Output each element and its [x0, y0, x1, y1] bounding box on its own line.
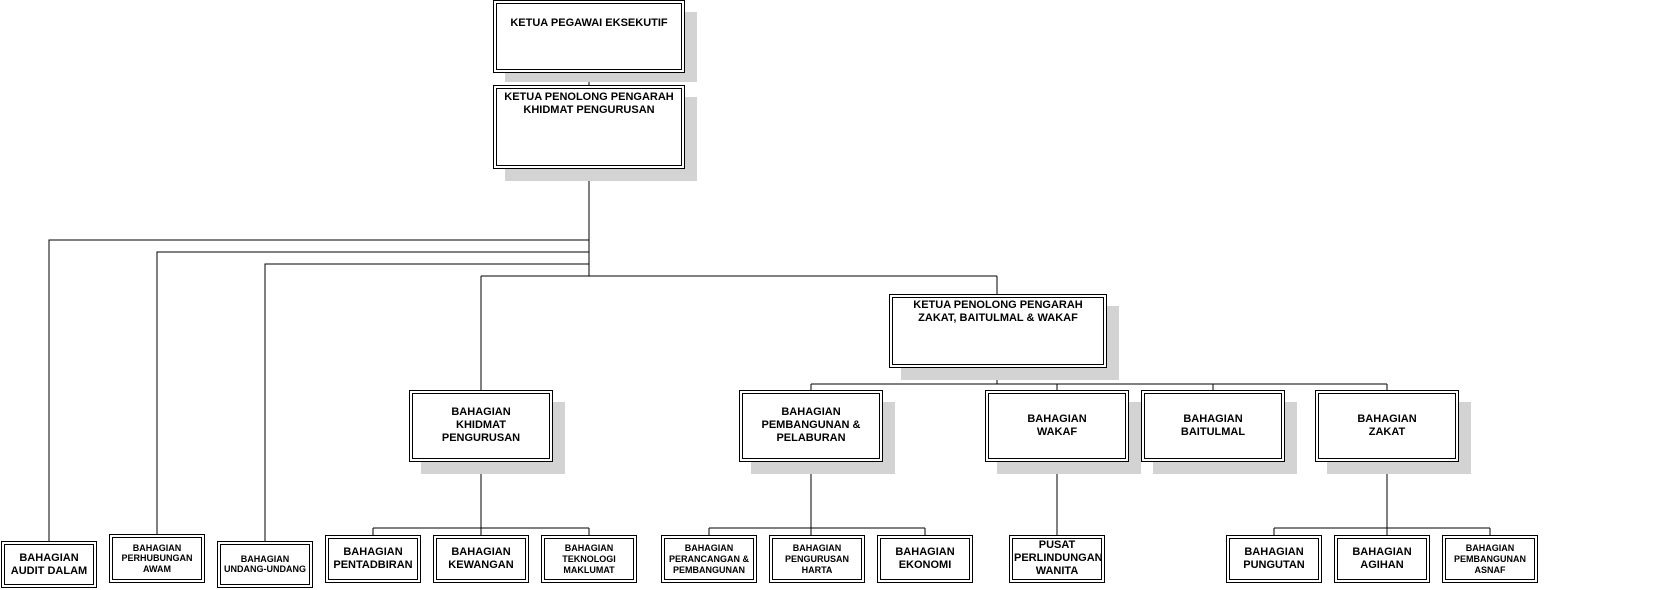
- node-pusat-label: PUSAT PERLINDUNGAN WANITA: [1014, 539, 1103, 578]
- connector-audit: [48, 239, 589, 541]
- node-bahagian-perhubungan-awam: BAHAGIAN PERHUBUNGAN AWAM: [109, 534, 205, 583]
- node-bahagian-kewangan: BAHAGIAN KEWANGAN: [433, 535, 529, 583]
- node-undang-label: BAHAGIAN UNDANG-UNDANG: [224, 553, 306, 575]
- node-bahagian-audit-dalam: BAHAGIAN AUDIT DALAM: [1, 541, 97, 588]
- node-ketua-penolong-khidmat: KETUA PENOLONG PENGARAH KHIDMAT PENGURUS…: [493, 85, 685, 169]
- node-kewangan-label: BAHAGIAN KEWANGAN: [448, 545, 514, 571]
- connector-undang: [264, 263, 589, 541]
- node-ekonomi-label: BAHAGIAN EKONOMI: [895, 545, 955, 571]
- node-bahagian-wakaf: BAHAGIAN WAKAF: [985, 390, 1129, 462]
- node-teknologi-label: BAHAGIAN TEKNOLOGI MAKLUMAT: [562, 542, 616, 575]
- node-perhubungan-label: BAHAGIAN PERHUBUNGAN AWAM: [121, 542, 193, 574]
- node-audit-label: BAHAGIAN AUDIT DALAM: [10, 551, 88, 577]
- node-bahagian-zakat: BAHAGIAN ZAKAT: [1315, 390, 1459, 462]
- node-bahagian-agihan: BAHAGIAN AGIHAN: [1334, 535, 1430, 583]
- node-ceo: KETUA PEGAWAI EKSEKUTIF: [493, 0, 685, 73]
- node-harta-label: BAHAGIAN PENGURUSAN HARTA: [784, 542, 849, 575]
- node-zakat-label: BAHAGIAN ZAKAT: [1357, 412, 1417, 438]
- node-wakaf-label: BAHAGIAN WAKAF: [1027, 412, 1087, 438]
- node-khidmat-label: BAHAGIAN KHIDMAT PENGURUSAN: [441, 406, 521, 445]
- node-asnaf-label: BAHAGIAN PEMBANGUNAN ASNAF: [1454, 542, 1526, 575]
- node-bahagian-teknologi-maklumat: BAHAGIAN TEKNOLOGI MAKLUMAT: [541, 535, 637, 583]
- node-bahagian-pembangunan-asnaf: BAHAGIAN PEMBANGUNAN ASNAF: [1442, 535, 1538, 583]
- node-bahagian-pentadbiran: BAHAGIAN PENTADBIRAN: [325, 535, 421, 583]
- node-pentadbiran-label: BAHAGIAN PENTADBIRAN: [333, 545, 413, 571]
- node-bahagian-pungutan: BAHAGIAN PUNGUTAN: [1226, 535, 1322, 583]
- node-kp-label: KETUA PENOLONG PENGARAH KHIDMAT PENGURUS…: [504, 91, 674, 117]
- node-bahagian-perancangan-pembangunan: BAHAGIAN PERANCANGAN & PEMBANGUNAN: [661, 535, 757, 583]
- node-kpz-label: KETUA PENOLONG PENGARAH ZAKAT, BAITULMAL…: [913, 299, 1083, 325]
- node-baitulmal-label: BAHAGIAN BAITULMAL: [1180, 412, 1246, 438]
- node-pusat-perlindungan-wanita: PUSAT PERLINDUNGAN WANITA: [1009, 535, 1105, 583]
- node-agihan-label: BAHAGIAN AGIHAN: [1352, 545, 1412, 571]
- connector-perhubungan: [156, 251, 589, 534]
- node-pungutan-label: BAHAGIAN PUNGUTAN: [1243, 545, 1305, 571]
- node-bahagian-khidmat-pengurusan: BAHAGIAN KHIDMAT PENGURUSAN: [409, 390, 553, 462]
- node-bahagian-pengurusan-harta: BAHAGIAN PENGURUSAN HARTA: [769, 535, 865, 583]
- node-bahagian-pembangunan-pelaburan: BAHAGIAN PEMBANGUNAN & PELABURAN: [739, 390, 883, 462]
- node-ceo-label: KETUA PEGAWAI EKSEKUTIF: [510, 17, 668, 29]
- node-bahagian-ekonomi: BAHAGIAN EKONOMI: [877, 535, 973, 583]
- node-ketua-penolong-zakat: KETUA PENOLONG PENGARAH ZAKAT, BAITULMAL…: [889, 294, 1107, 368]
- node-bahagian-undang-undang: BAHAGIAN UNDANG-UNDANG: [217, 541, 313, 588]
- node-perancangan-label: BAHAGIAN PERANCANGAN & PEMBANGUNAN: [668, 542, 749, 575]
- node-pembangunan-label: BAHAGIAN PEMBANGUNAN & PELABURAN: [761, 406, 861, 445]
- node-bahagian-baitulmal: BAHAGIAN BAITULMAL: [1141, 390, 1285, 462]
